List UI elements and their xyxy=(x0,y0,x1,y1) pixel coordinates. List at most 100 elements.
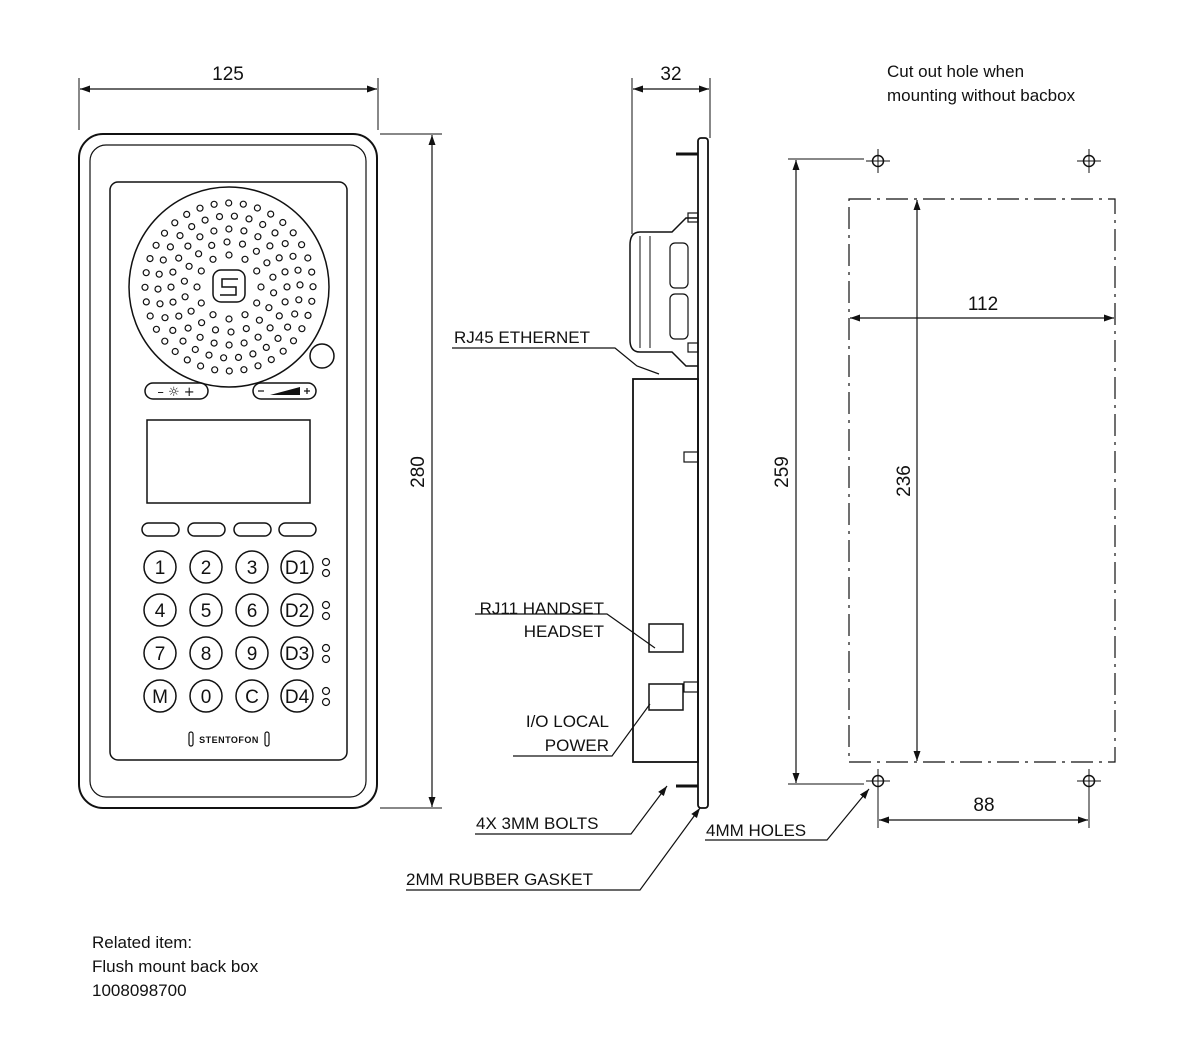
key-circle[interactable] xyxy=(143,593,177,627)
key-circle[interactable] xyxy=(280,636,314,670)
speaker-hole xyxy=(225,341,233,349)
front-width-dim: 125 xyxy=(212,64,244,85)
speaker-hole xyxy=(152,241,160,249)
speaker-hole xyxy=(254,233,262,241)
key-1: 1 xyxy=(155,558,166,579)
io-label-line2: POWER xyxy=(545,736,609,755)
io-label-line1: I/O LOCAL xyxy=(526,712,609,731)
front-view: 125 280 – ☼ + xyxy=(78,64,442,809)
key-circle[interactable] xyxy=(143,636,177,670)
speaker-hole xyxy=(161,337,169,345)
speaker-hole xyxy=(239,200,247,208)
speaker-hole xyxy=(265,304,273,312)
mounting-holes xyxy=(866,149,1101,793)
speaker-hole xyxy=(210,200,218,208)
key-3: 3 xyxy=(247,558,258,579)
key-circle[interactable] xyxy=(189,550,223,584)
speaker-hole xyxy=(197,299,205,307)
speaker-hole xyxy=(263,259,271,267)
key-circle[interactable] xyxy=(235,636,269,670)
speaker-hole xyxy=(271,229,279,237)
speaker-hole xyxy=(225,251,233,259)
soft-key-4[interactable] xyxy=(278,522,317,537)
speaker-hole xyxy=(142,269,150,277)
brightness-button[interactable] xyxy=(144,382,209,400)
brand-bracket-right xyxy=(264,731,270,747)
key-circle[interactable] xyxy=(280,593,314,627)
display-screen xyxy=(146,419,311,504)
speaker-hole xyxy=(227,328,235,336)
soft-key-1[interactable] xyxy=(141,522,180,537)
speaker-hole xyxy=(295,296,303,304)
speaker-hole xyxy=(146,312,154,320)
speaker-hole xyxy=(169,268,177,276)
speaker-hole xyxy=(208,241,216,249)
key-0: 0 xyxy=(201,687,212,708)
rj11-label-line1: RJ11 HANDSET xyxy=(480,599,604,618)
side-view: 32 RJ45 ETHERNET RJ11 HANDSET xyxy=(406,64,711,891)
soft-key-2[interactable] xyxy=(187,522,226,537)
speaker-hole xyxy=(308,268,316,276)
key-d2: D2 xyxy=(285,601,309,622)
speaker-housing xyxy=(629,217,698,367)
key-d1: D1 xyxy=(285,558,309,579)
speaker-hole xyxy=(241,311,249,319)
key-m: M xyxy=(152,687,168,708)
speaker-hole xyxy=(298,241,306,249)
speaker-hole xyxy=(267,356,275,364)
key-circle[interactable] xyxy=(189,636,223,670)
key-d4: D4 xyxy=(285,687,310,708)
speaker-hole xyxy=(225,367,233,375)
key-circle[interactable] xyxy=(235,593,269,627)
logo-mark xyxy=(212,269,246,303)
speaker-hole xyxy=(294,266,302,274)
brand-bracket-left xyxy=(188,731,194,747)
speaker-hole xyxy=(198,319,206,327)
volume-button[interactable] xyxy=(252,382,317,400)
speaker-hole xyxy=(279,347,287,355)
speaker-hole xyxy=(184,324,192,332)
related-line3: 1008098700 xyxy=(92,981,187,1000)
key-circle[interactable] xyxy=(280,679,314,713)
speaker-hole xyxy=(225,199,233,207)
keypad: 1 2 3 D1 4 5 6 D2 7 8 9 D3 M 0 C D4 xyxy=(143,550,331,713)
speaker-hole xyxy=(253,299,261,307)
key-circle[interactable] xyxy=(143,550,177,584)
key-circle[interactable] xyxy=(235,550,269,584)
speaker-hole xyxy=(193,283,201,291)
soft-key-3[interactable] xyxy=(233,522,272,537)
speaker-hole xyxy=(156,300,164,308)
speaker-hole xyxy=(185,262,193,270)
cutout-inner-height-dim: 236 xyxy=(894,465,915,497)
panel-inner-frame xyxy=(89,144,367,798)
cutout-title-line2: mounting without bacbox xyxy=(887,86,1076,105)
speaker-hole xyxy=(184,242,192,250)
key-circle[interactable] xyxy=(189,593,223,627)
key-circle[interactable] xyxy=(280,550,314,584)
speaker-hole xyxy=(266,324,274,332)
electronics-box xyxy=(632,378,699,763)
key-9: 9 xyxy=(247,644,258,665)
speaker-hole xyxy=(180,277,188,285)
brightness-icon: – ☼ + xyxy=(157,385,194,400)
speaker-hole xyxy=(220,354,228,362)
speaker-hole xyxy=(274,334,282,342)
speaker-hole xyxy=(254,333,262,341)
gasket-label: 2MM RUBBER GASKET xyxy=(406,870,593,889)
brand-label: STENTOFON xyxy=(199,735,259,745)
speaker-hole xyxy=(257,283,265,291)
speaker-hole xyxy=(188,223,196,231)
key-circle[interactable] xyxy=(143,679,177,713)
speaker-hole xyxy=(308,297,316,305)
speaker-hole xyxy=(296,281,304,289)
rj45-label: RJ45 ETHERNET xyxy=(454,328,590,347)
speaker-hole xyxy=(209,255,217,263)
cutout-title-line1: Cut out hole when xyxy=(887,62,1024,81)
speaker-hole xyxy=(289,337,298,345)
speaker-hole xyxy=(195,250,203,258)
key-circle[interactable] xyxy=(189,679,223,713)
key-circle[interactable] xyxy=(235,679,269,713)
speaker-hole xyxy=(215,213,224,221)
cutout-outer-height-dim: 259 xyxy=(772,456,793,488)
speaker-hole xyxy=(281,240,289,248)
